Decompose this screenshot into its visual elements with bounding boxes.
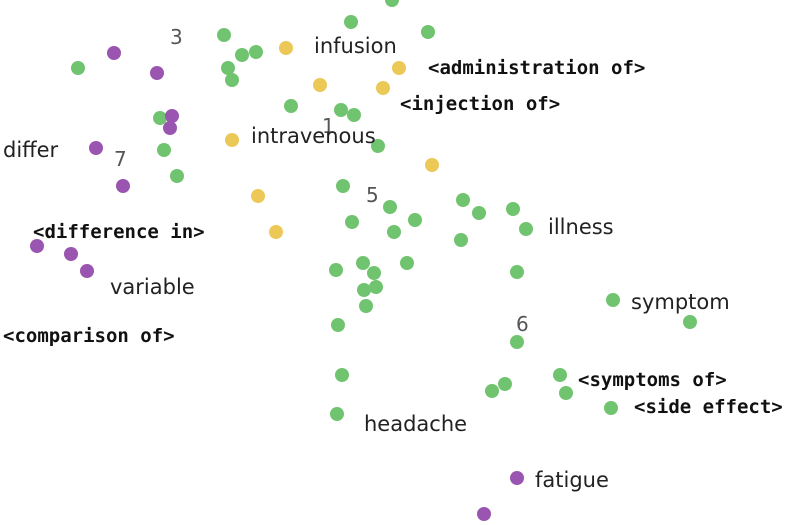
point-green (221, 61, 235, 75)
cluster-number-6: 6 (516, 312, 529, 336)
point-green (510, 335, 524, 349)
point-purple (89, 141, 103, 155)
point-green (344, 15, 358, 29)
point-green (454, 233, 468, 247)
point-yellow (225, 133, 239, 147)
phrase-label-administration-of: <administration of> (428, 57, 645, 79)
word-label-illness: illness (548, 215, 614, 239)
point-yellow (376, 81, 390, 95)
point-green (385, 0, 399, 7)
point-green (606, 293, 620, 307)
point-green (356, 256, 370, 270)
point-yellow (279, 41, 293, 55)
point-green (367, 266, 381, 280)
point-green (510, 265, 524, 279)
phrase-label-symptoms-of: <symptoms of> (578, 369, 727, 391)
point-green (553, 368, 567, 382)
cluster-number-5: 5 (366, 183, 379, 207)
point-green (329, 263, 343, 277)
word-label-intravenous: intravenous (251, 124, 376, 148)
point-purple (165, 109, 179, 123)
phrase-label-injection-of: <injection of> (400, 93, 560, 115)
word-label-fatigue: fatigue (535, 468, 609, 492)
point-green (383, 200, 397, 214)
point-green (359, 299, 373, 313)
phrase-label-side-effect: <side effect> (634, 396, 783, 418)
point-purple (64, 247, 78, 261)
points-layer (30, 0, 697, 521)
point-green (421, 25, 435, 39)
point-green (157, 143, 171, 157)
point-green (506, 202, 520, 216)
point-green (153, 111, 167, 125)
point-purple (163, 121, 177, 135)
point-green (170, 169, 184, 183)
point-purple (80, 264, 94, 278)
point-green (336, 179, 350, 193)
point-green (369, 280, 383, 294)
word-label-infusion: infusion (314, 34, 397, 58)
point-green (357, 283, 371, 297)
point-green (371, 139, 385, 153)
point-green (334, 103, 348, 117)
word-label-differ: differ (3, 138, 59, 162)
phrase-label-comparison-of: <comparison of> (3, 325, 175, 347)
point-purple (30, 239, 44, 253)
point-green (331, 318, 345, 332)
point-green (347, 108, 361, 122)
point-green (249, 45, 263, 59)
point-green (456, 193, 470, 207)
point-green (217, 28, 231, 42)
point-purple (107, 46, 121, 60)
cluster-number-7: 7 (114, 147, 127, 171)
point-green (519, 222, 533, 236)
point-green (335, 368, 349, 382)
cluster-number-1: 1 (322, 114, 335, 138)
point-green (71, 61, 85, 75)
point-green (284, 99, 298, 113)
point-green (472, 206, 486, 220)
point-green (387, 225, 401, 239)
point-green (498, 377, 512, 391)
point-yellow (392, 61, 406, 75)
phrase-label-difference-in: <difference in> (33, 221, 205, 243)
point-purple (477, 507, 491, 521)
point-green (330, 407, 344, 421)
point-yellow (425, 158, 439, 172)
point-green (400, 256, 414, 270)
point-green (485, 384, 499, 398)
point-green (235, 48, 249, 62)
point-green (225, 73, 239, 87)
labels-layer: 3 infusion <administration of> <injectio… (3, 25, 783, 492)
point-green (559, 386, 573, 400)
point-green (345, 215, 359, 229)
point-purple (150, 66, 164, 80)
cluster-number-3: 3 (170, 25, 183, 49)
point-purple (510, 471, 524, 485)
point-green (604, 401, 618, 415)
word-label-symptom: symptom (631, 290, 730, 314)
point-green (408, 213, 422, 227)
point-yellow (313, 78, 327, 92)
point-yellow (251, 189, 265, 203)
word-label-variable: variable (110, 275, 195, 299)
point-purple (116, 179, 130, 193)
word-label-headache: headache (364, 412, 467, 436)
point-yellow (269, 225, 283, 239)
point-green (683, 315, 697, 329)
